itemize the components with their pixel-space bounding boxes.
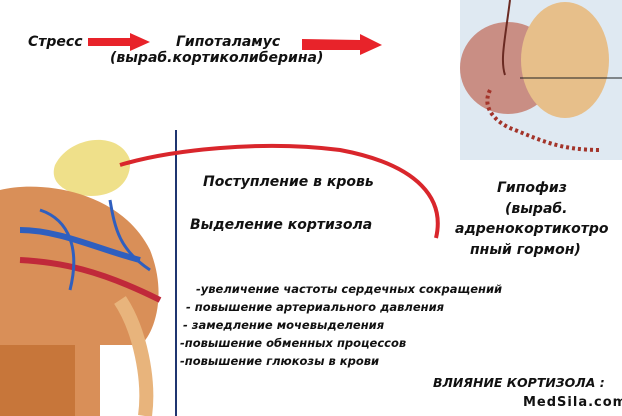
blood-curve — [119, 143, 440, 239]
watermark: MedSila.com — [523, 395, 622, 410]
hypothalamus-note: (выраб.кортиколиберина) — [110, 50, 324, 66]
stress-label: Стресс — [28, 34, 83, 50]
effect-item: -повышение обменных процессов — [180, 336, 407, 350]
hypothalamus-label: Гипоталамус — [176, 34, 281, 50]
pituitary-note-2: адренокортикотро — [455, 221, 609, 237]
pituitary-note-3: пный гормон) — [470, 242, 581, 258]
effect-item: -увеличение частоты сердечных сокращений — [196, 282, 503, 296]
effect-item: - повышение артериального давления — [186, 300, 445, 314]
arrow-hypothalamus-to-pituitary — [302, 34, 382, 55]
effect-item: -повышение глюкозы в крови — [180, 354, 380, 368]
effect-item: - замедление мочевыделения — [183, 318, 385, 332]
kidney-adrenal-illustration — [0, 130, 177, 416]
blood-entry-label: Поступление в кровь — [203, 174, 374, 190]
cortisol-release-label: Выделение кортизола — [190, 217, 373, 233]
pituitary-label: Гипофиз — [497, 180, 567, 196]
arrow-stress-to-hypothalamus — [88, 33, 150, 51]
effects-title: ВЛИЯНИЕ КОРТИЗОЛА : — [433, 375, 605, 390]
pituitary-illustration — [460, 0, 622, 160]
pituitary-note-1: (выраб. — [505, 201, 568, 217]
